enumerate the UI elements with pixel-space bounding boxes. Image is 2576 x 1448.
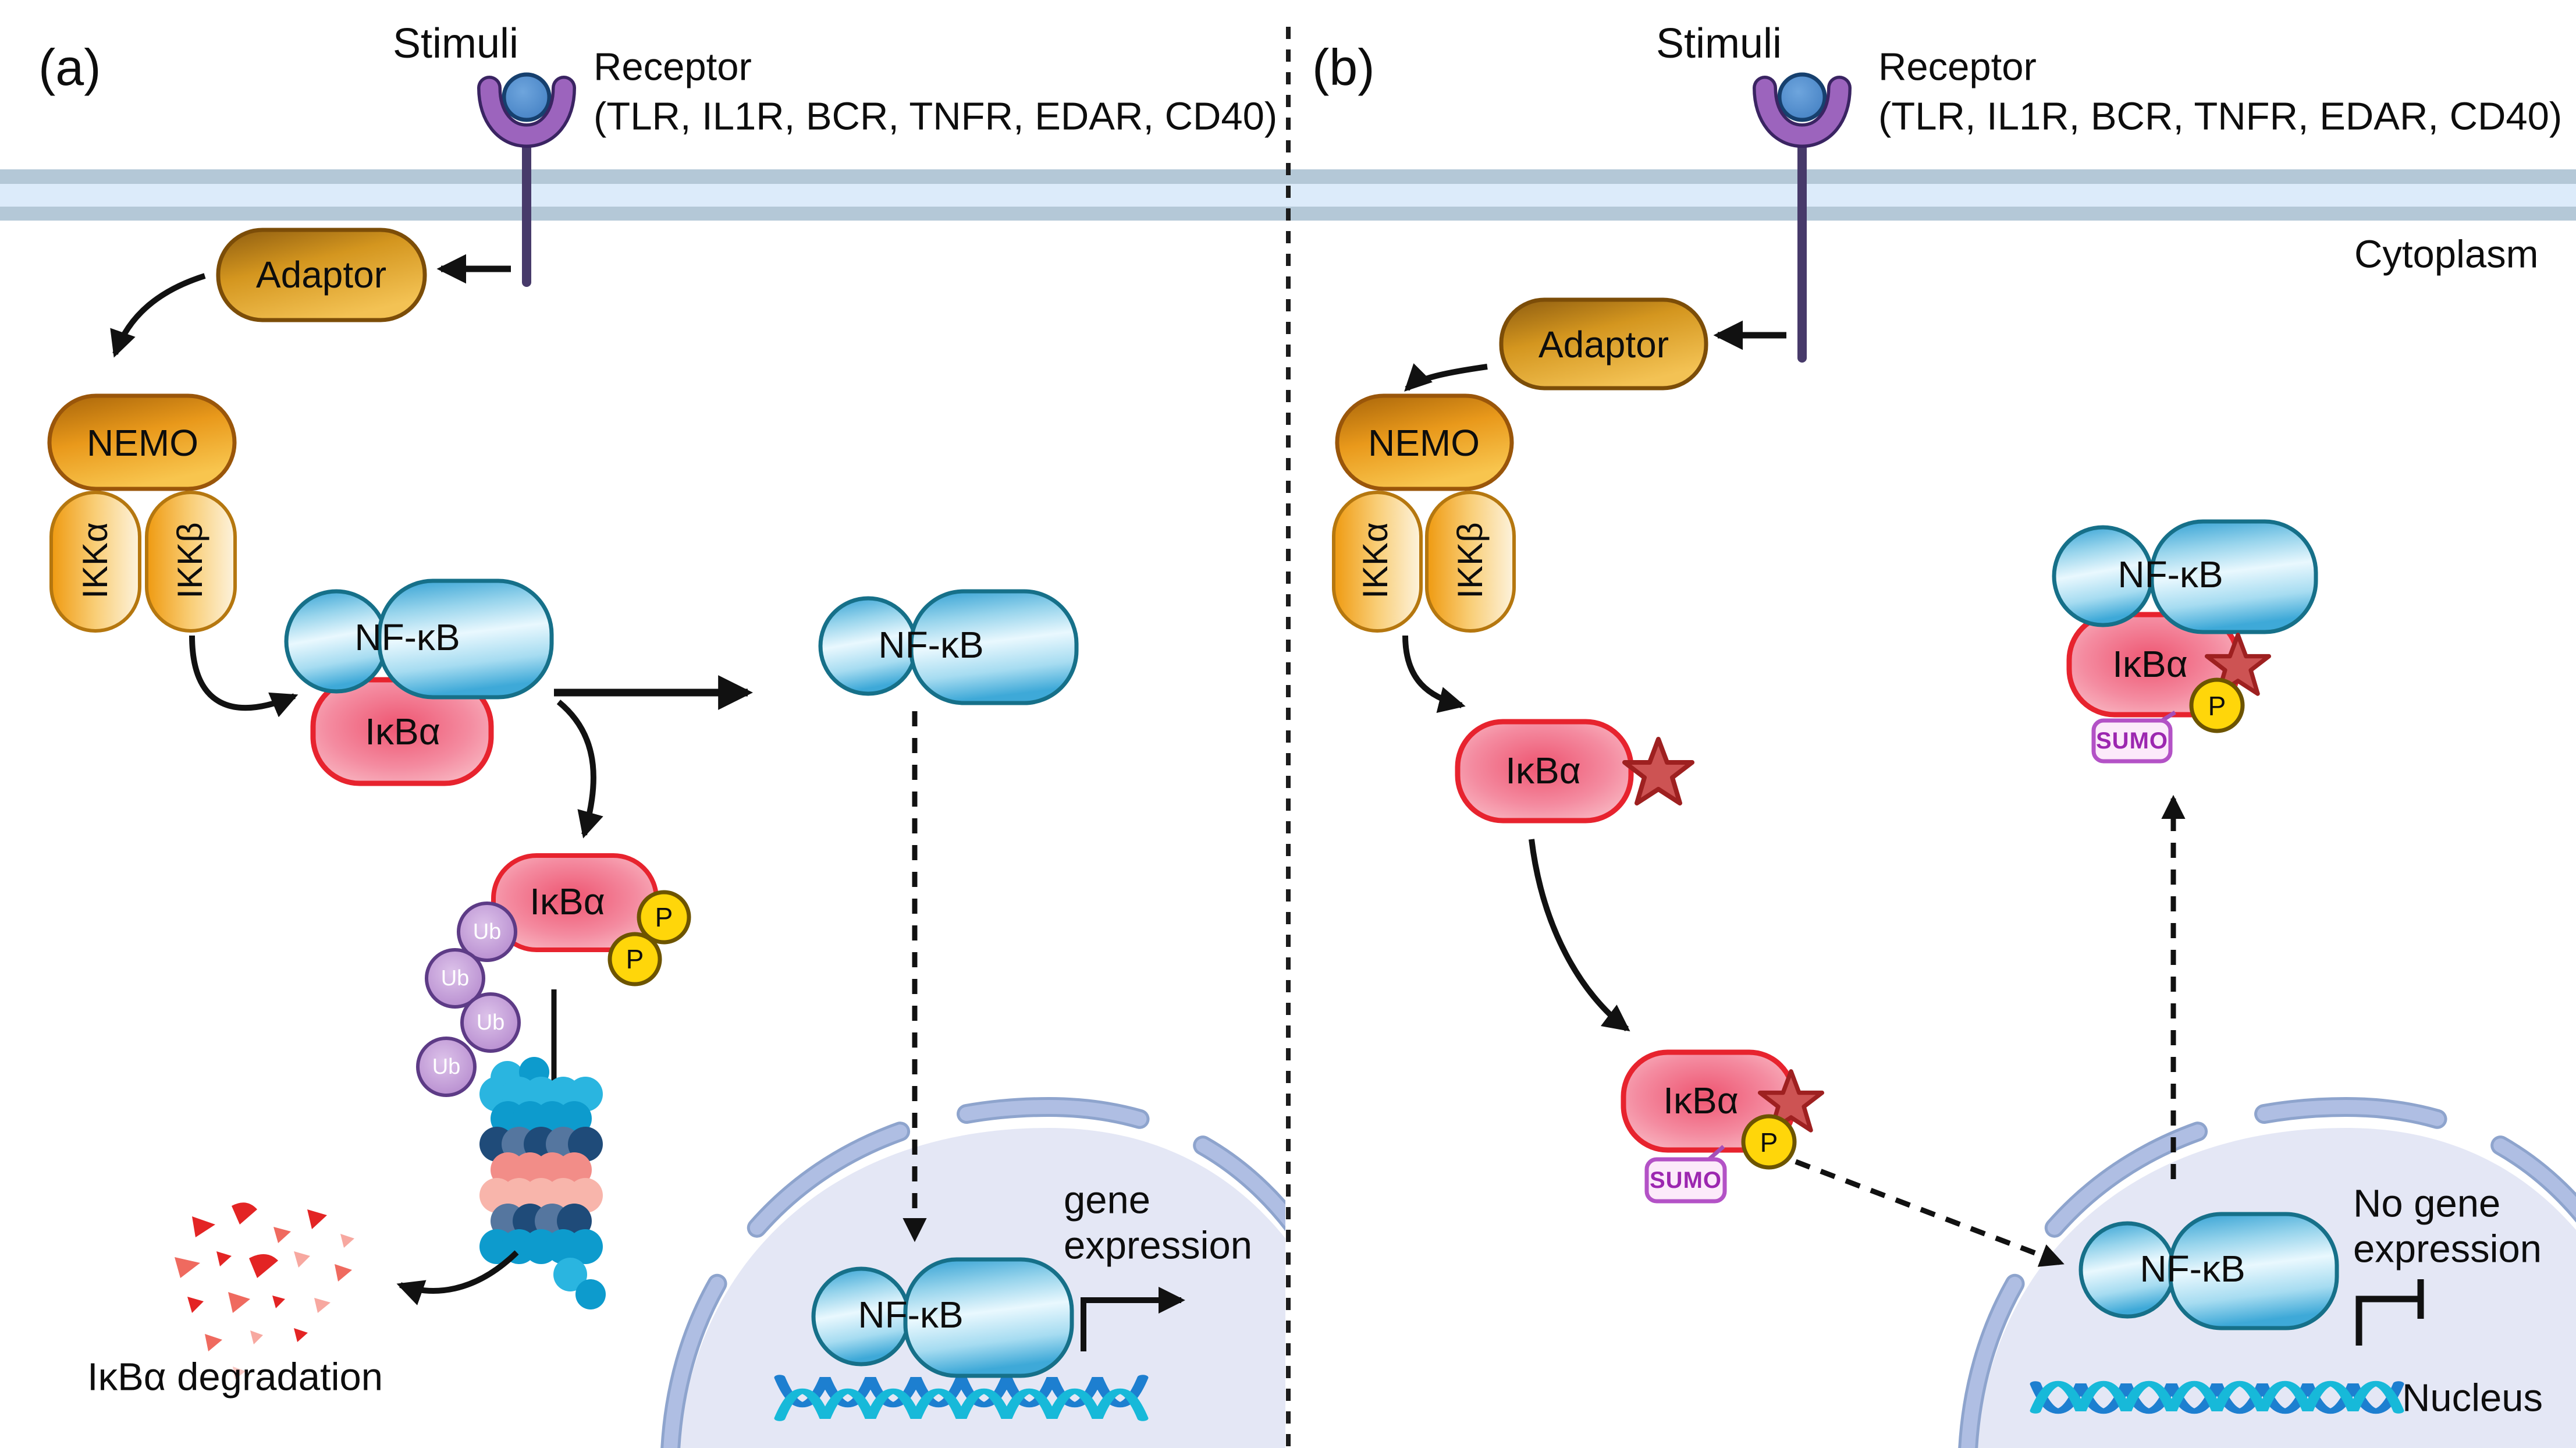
nuclear-nfkb-a-subunit2: [903, 1257, 1074, 1378]
arrow-proteasome-to-fragments: [396, 1250, 519, 1305]
nemo-label-a: NEMO: [87, 422, 198, 464]
proteasome-icon: [479, 1057, 606, 1309]
ikk-beta-label-b: IKKβ: [1451, 522, 1490, 599]
nucleus-a: [660, 1096, 1285, 1448]
free-nfkb-label: NF-κB: [878, 624, 984, 666]
nemo-label-b: NEMO: [1368, 422, 1480, 464]
phosphate-label-b1: P: [1760, 1127, 1778, 1158]
ikk-alpha-label-a: IKKα: [76, 522, 115, 599]
ikk-alpha-a-shape: [49, 491, 141, 633]
arrow-mutant-to-sumo-ikba: [1529, 839, 1630, 1032]
stimuli-ligand-b-icon: [1777, 72, 1827, 122]
free-nfkb-subunit2: [909, 589, 1079, 705]
ikk-beta-b-shape: [1425, 491, 1516, 633]
arrow-adaptor-to-nemo-b: [1404, 363, 1488, 392]
transcription-arrow: [1081, 1287, 1185, 1351]
adaptor-a-shape: [216, 228, 427, 322]
degraded-fragments-icon: [175, 1202, 354, 1379]
arrow-adaptor-to-nemo-a: [110, 273, 206, 358]
arrow-ikk-to-mutant-ikba: [1402, 635, 1466, 713]
receptor-b-icon: [1753, 72, 1852, 363]
phosphate-b1-icon: [1741, 1114, 1797, 1170]
ikk-alpha-label-b: IKKα: [1356, 522, 1395, 599]
nuclear-envelope-a: [663, 1099, 1285, 1448]
sumo-tag-label-2: SUMO: [2096, 728, 2168, 754]
adaptor-label-b: Adaptor: [1538, 324, 1669, 365]
nemo-a-shape: [47, 393, 237, 491]
phosphate-a1-icon: [637, 890, 691, 945]
adaptor-label-a: Adaptor: [255, 254, 387, 296]
ubiquitin-label-3: Ub: [476, 1010, 505, 1035]
inhibition-symbol: [2355, 1296, 2421, 1346]
dna-b-icon: [2030, 1380, 2404, 1414]
phosphate-label-a2: P: [626, 944, 644, 974]
panel-b-art: [1332, 72, 2576, 1448]
mutation-star-icon-1: [1622, 737, 1694, 805]
ubiquitin-chain-icon: [416, 902, 521, 1097]
stimuli-ligand-a-icon: [502, 72, 552, 122]
arrow-ikk-to-complex-a: [189, 635, 299, 718]
complex-nfkb-b-subunit2: [2149, 519, 2318, 634]
gene-expression-line2: expression: [1064, 1223, 1253, 1268]
sumo-tag-2: [2091, 718, 2173, 764]
ubiquitin-label-2: Ub: [440, 966, 470, 991]
gene-expression-line1: gene: [1064, 1178, 1151, 1222]
arrow-complex-to-phospho-ikba: [556, 700, 603, 839]
nuclear-nfkb-label-a: NF-κB: [858, 1294, 964, 1336]
receptor-a-icon: [477, 72, 576, 287]
cytoplasm-label: Cytoplasm: [2354, 232, 2539, 276]
receptor-name-b: Receptor: [1878, 45, 2037, 89]
adaptor-b-shape: [1499, 297, 1708, 391]
phosphate-a2-icon: [607, 932, 662, 986]
complex-ikba-label-b: IκBα: [2112, 643, 2188, 685]
receptor-types-b: (TLR, IL1R, BCR, TNFR, EDAR, CD40): [1878, 94, 2563, 139]
no-gene-expression-line1: No gene: [2353, 1181, 2501, 1226]
phosphate-label-b2: P: [2208, 691, 2226, 721]
stimuli-label-b: Stimuli: [1655, 20, 1782, 67]
ikk-beta-a-shape: [145, 491, 237, 633]
phosphate-b2-icon: [2189, 677, 2245, 733]
panel-a-label: (a): [38, 38, 101, 96]
phosphate-label-a1: P: [655, 902, 673, 932]
ikk-alpha-b-shape: [1332, 491, 1423, 633]
degradation-caption: IκBα degradation: [87, 1355, 383, 1399]
stimuli-label-a: Stimuli: [392, 20, 519, 67]
panel-b-label: (b): [1312, 38, 1375, 96]
nuclear-envelope-b: [1961, 1099, 2576, 1448]
sumo-tag-label-1: SUMO: [1650, 1167, 1722, 1193]
no-gene-expression-line2: expression: [2353, 1227, 2542, 1271]
nuclear-nfkb-b-subunit2: [2168, 1212, 2339, 1330]
ikk-beta-label-a: IKKβ: [170, 522, 209, 599]
nucleus-b: [1958, 1096, 2576, 1448]
nemo-b-shape: [1335, 393, 1514, 491]
panel-a-art: [47, 72, 1285, 1448]
sumo-ikba-label: IκBα: [1663, 1080, 1739, 1122]
nucleus-label: Nucleus: [2402, 1376, 2543, 1420]
sumo-tag-1: [1644, 1157, 1727, 1204]
mutation-star-icon-2: [1757, 1069, 1825, 1133]
mutation-star-icon-3: [2204, 633, 2272, 696]
ubiquitin-label-4: Ub: [432, 1055, 461, 1079]
mutant-ikba-label: IκBα: [1505, 750, 1581, 792]
complex-nfkb-a-subunit2: [377, 579, 554, 700]
dashed-arrow-sumo-into-nucleus: [1795, 1159, 2065, 1267]
phospho-ikba-label: IκBα: [530, 881, 605, 922]
complex-nfkb-label-a: NF-κB: [354, 616, 460, 658]
ubiquitin-label-1: Ub: [472, 920, 502, 944]
complex-nfkb-label-b: NF-κB: [2117, 553, 2223, 595]
nuclear-nfkb-label-b: NF-κB: [2140, 1248, 2245, 1290]
receptor-types-a: (TLR, IL1R, BCR, TNFR, EDAR, CD40): [594, 94, 1278, 139]
receptor-name-a: Receptor: [594, 45, 752, 89]
complex-ikba-label-a: IκBα: [365, 711, 440, 753]
mutant-ikba-shape: [1455, 719, 1634, 824]
